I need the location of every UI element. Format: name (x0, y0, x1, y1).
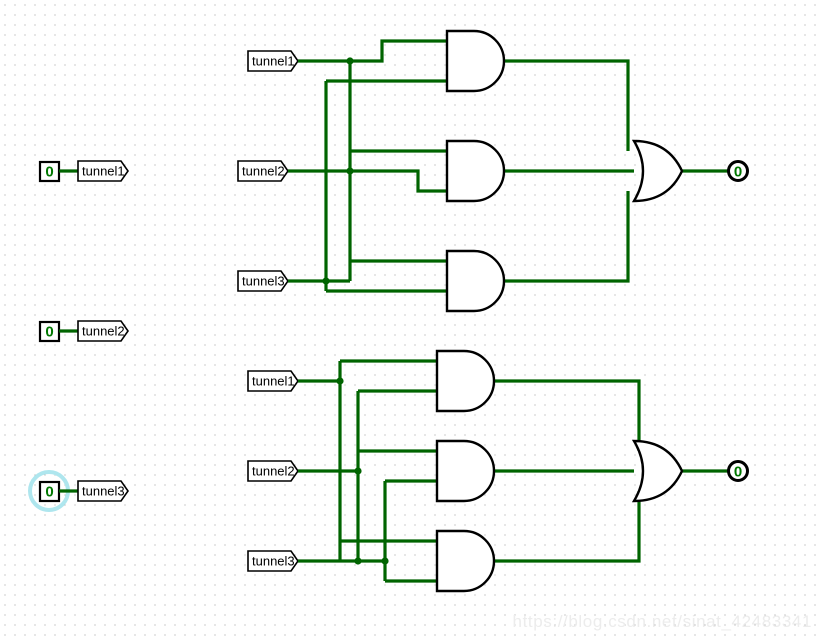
input-pin-3[interactable]: 0 (38, 480, 78, 503)
tunnel-label-text: tunnel2 (252, 463, 295, 478)
tunnel-source-top-1[interactable]: tunnel1 (247, 50, 299, 72)
and-gate-bot-3[interactable] (435, 529, 496, 593)
tunnel-label-input-2[interactable]: tunnel2 (77, 320, 129, 342)
input-pin-3-value: 0 (45, 484, 53, 501)
and-gate-bot-1[interactable] (435, 349, 496, 413)
output-pin-2[interactable]: 0 (727, 460, 749, 482)
or-gate-bot[interactable] (631, 439, 684, 503)
input-pin-1-value: 0 (45, 164, 53, 181)
input-pin-2[interactable]: 0 (38, 320, 78, 343)
wire-junction (346, 57, 354, 65)
wire-junction (322, 277, 330, 285)
tunnel-source-top-3[interactable]: tunnel3 (237, 270, 289, 292)
and-gate-bot-2[interactable] (435, 439, 496, 503)
input-pin-1[interactable]: 0 (38, 160, 78, 183)
watermark-text: https://blog.csdn.net/sinat_42483341 (512, 612, 812, 631)
wire-junction (354, 557, 362, 565)
tunnel-source-bot-3[interactable]: tunnel3 (247, 550, 299, 572)
tunnel-label-text: tunnel3 (82, 483, 125, 498)
wires-top-circuit[interactable] (288, 39, 729, 293)
tunnel-label-input-3[interactable]: tunnel3 (77, 480, 129, 502)
wire-junction (336, 377, 344, 385)
tunnel-source-bot-1[interactable]: tunnel1 (247, 370, 299, 392)
output-pin-2-value: 0 (734, 464, 742, 481)
and-gate-top-3[interactable] (445, 249, 506, 313)
wire-junction (354, 467, 362, 475)
output-pin-1[interactable]: 0 (727, 160, 749, 182)
tunnel-label-text: tunnel3 (242, 273, 285, 288)
and-gate-top-1[interactable] (445, 29, 506, 93)
tunnel-label-text: tunnel2 (82, 323, 125, 338)
wires-bottom-circuit[interactable] (298, 359, 729, 583)
input-pin-2-value: 0 (45, 324, 53, 341)
tunnel-label-text: tunnel2 (242, 163, 285, 178)
wire-junction (346, 167, 354, 175)
or-gate-top[interactable] (631, 139, 684, 203)
tunnel-label-text: tunnel1 (252, 373, 295, 388)
wire-junction (381, 557, 389, 565)
tunnel-source-top-2[interactable]: tunnel2 (237, 160, 289, 182)
output-pin-1-value: 0 (734, 164, 742, 181)
tunnel-label-input-1[interactable]: tunnel1 (77, 160, 129, 182)
tunnel-label-text: tunnel1 (252, 53, 295, 68)
and-gate-top-2[interactable] (445, 139, 506, 203)
tunnel-source-bot-2[interactable]: tunnel2 (247, 460, 299, 482)
tunnel-label-text: tunnel1 (82, 163, 125, 178)
tunnel-label-text: tunnel3 (252, 553, 295, 568)
